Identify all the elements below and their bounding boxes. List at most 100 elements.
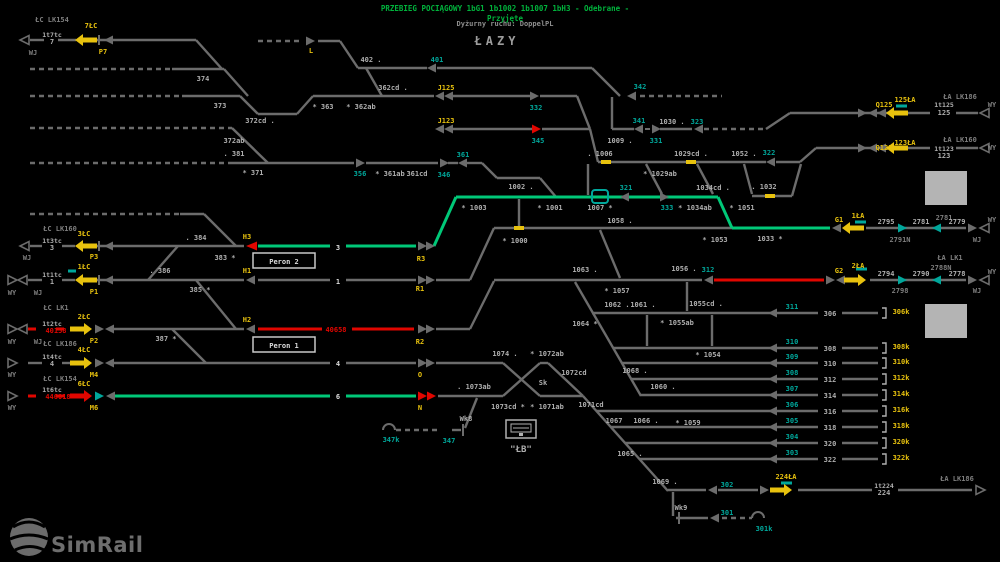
panel-label: R1 (416, 285, 424, 293)
panel-label: ŁA LK1 (936, 254, 962, 262)
track-segment (591, 67, 621, 97)
panel-label: 341 (633, 117, 646, 125)
panel-label: * 1057 (604, 287, 629, 295)
track-arrow (418, 391, 427, 401)
track-arrow (418, 241, 427, 251)
platform-peron-2 (252, 252, 316, 269)
panel-label: 1052 . (731, 150, 756, 158)
track-segment (588, 128, 600, 163)
track-arrow (932, 223, 941, 233)
panel-label: 7 (50, 38, 54, 46)
track-arrow (975, 484, 987, 496)
panel-label: 305 (786, 417, 799, 425)
track-arrow (760, 485, 769, 495)
signal-M4[interactable] (70, 357, 92, 369)
track-arrow (877, 108, 886, 118)
simrail-logo-globe (14, 545, 45, 552)
panel-label: J123 (438, 117, 455, 125)
track-arrow (768, 422, 777, 432)
track-arrow (427, 63, 436, 73)
panel-label: 1061 . (630, 301, 655, 309)
track-arrow (246, 324, 255, 334)
track-arrow (426, 241, 435, 251)
panel-label: . 1006 (587, 150, 612, 158)
panel-label: 342 (634, 83, 647, 91)
track-arrow (418, 358, 427, 368)
track-segment (644, 163, 664, 195)
panel-label: 321 (620, 184, 633, 192)
track-arrow (426, 358, 435, 368)
panel-label: WY (988, 216, 997, 224)
track-arrow (768, 438, 777, 448)
signal-G2[interactable] (844, 274, 866, 286)
track-arrow (532, 124, 541, 134)
panel-label: M6 (90, 404, 98, 412)
panel-label: * 361ab (375, 170, 405, 178)
panel-label: 387 * (155, 335, 176, 343)
panel-label: 374 (197, 75, 210, 83)
panel-label: * 1055ab (660, 319, 694, 327)
signal-Q125[interactable] (886, 107, 908, 119)
panel-label: WY (988, 144, 997, 152)
signal-G1[interactable] (842, 222, 864, 234)
panel-label: 1030 . (659, 118, 684, 126)
panel-label: 123 (938, 152, 951, 160)
panel-label: 308k (893, 343, 911, 351)
track-arrow (768, 374, 777, 384)
signal-P3[interactable] (75, 240, 97, 252)
track-arrow (435, 124, 444, 134)
panel-label: 224 (878, 489, 891, 497)
panel-label: 2779 (949, 218, 966, 226)
panel-label: 1029cd . (674, 150, 708, 158)
panel-label: 1034cd . (696, 184, 730, 192)
track-segment (463, 397, 479, 429)
panel-label: 224ŁA (775, 473, 797, 481)
track-segment (790, 163, 803, 197)
panel-label: * 1053 (702, 236, 727, 244)
signal-P1[interactable] (75, 274, 97, 286)
panel-label: 362cd . (378, 84, 408, 92)
signal-P7[interactable] (75, 34, 97, 46)
panel-label: 1t224 (874, 482, 894, 490)
panel-label: 306 (786, 401, 799, 409)
building-block (925, 304, 967, 338)
panel-label: 2795 (878, 218, 895, 226)
signal-P2[interactable] (70, 323, 92, 335)
track-arrow (7, 390, 19, 402)
panel-label: 2791N (889, 236, 910, 244)
track-arrow (444, 124, 453, 134)
panel-label: "ŁB" (510, 445, 532, 455)
track-arrow (418, 324, 427, 334)
panel-label: 301 (721, 509, 734, 517)
panel-label: WY (988, 101, 997, 109)
signal-Q123[interactable] (886, 142, 908, 154)
track-segment (716, 196, 734, 229)
panel-label: * 1034ab (678, 204, 712, 212)
track-arrow (18, 240, 30, 252)
track-arrow (660, 192, 669, 202)
track-segment (539, 177, 557, 198)
panel-label: 308 (824, 345, 837, 353)
track-arrow (858, 143, 867, 153)
signal-M6[interactable] (70, 390, 92, 402)
panel-label: 356 (354, 170, 367, 178)
panel-label: 1071cd (578, 401, 603, 409)
track-arrow (18, 34, 30, 46)
track-arrow (978, 142, 990, 154)
track-arrow (836, 275, 845, 285)
simrail-logo-globe (9, 533, 49, 541)
panel-label: * 1054 (695, 351, 720, 359)
panel-label: 1009 . (607, 137, 632, 145)
panel-label: 333 (661, 204, 674, 212)
track-arrow (710, 513, 719, 523)
track-segment (223, 68, 249, 97)
track-arrow (978, 222, 990, 234)
panel-label: * 1072ab (530, 350, 564, 358)
signal-224LA[interactable] (770, 484, 792, 496)
track-arrow (826, 275, 835, 285)
track-arrow (898, 223, 907, 233)
track-segment (203, 213, 237, 247)
panel-label: O (418, 371, 422, 379)
track-arrow (444, 91, 453, 101)
